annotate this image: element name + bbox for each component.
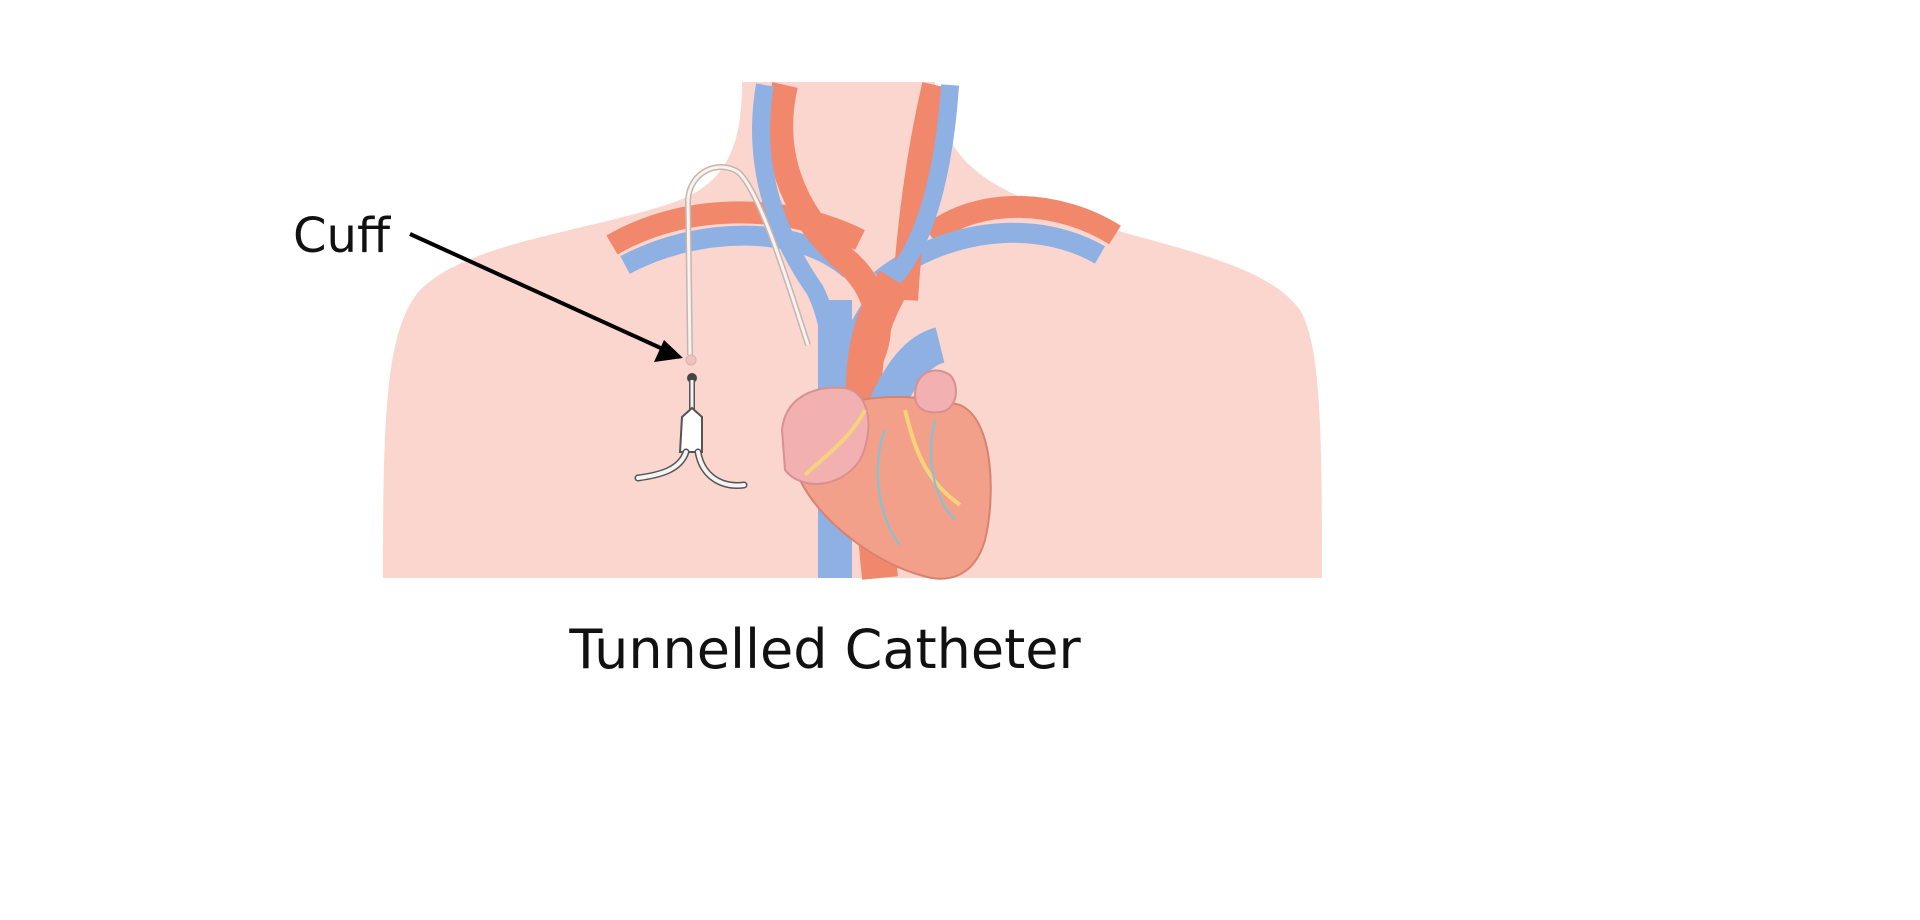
cuff-marker	[685, 354, 697, 366]
right-atrium	[780, 386, 870, 485]
cuff-arrow	[409, 232, 666, 352]
catheter-lumen-left-inner	[636, 450, 688, 480]
left-atrium	[913, 369, 957, 414]
right-subclavian-artery	[923, 195, 1121, 245]
coronary-vessel	[903, 409, 962, 507]
coronary-vessel	[930, 419, 956, 521]
catheter-lumen-right-inner	[696, 450, 746, 488]
coronary-vessel	[876, 429, 901, 546]
catheter-hub	[678, 406, 703, 453]
catheter-tube	[686, 165, 810, 356]
coronary-vessel	[803, 409, 867, 477]
arrowhead-icon	[654, 340, 683, 362]
diagram-title: Tunnelled Catheter	[568, 618, 1081, 681]
cuff-label: Cuff	[293, 208, 391, 264]
